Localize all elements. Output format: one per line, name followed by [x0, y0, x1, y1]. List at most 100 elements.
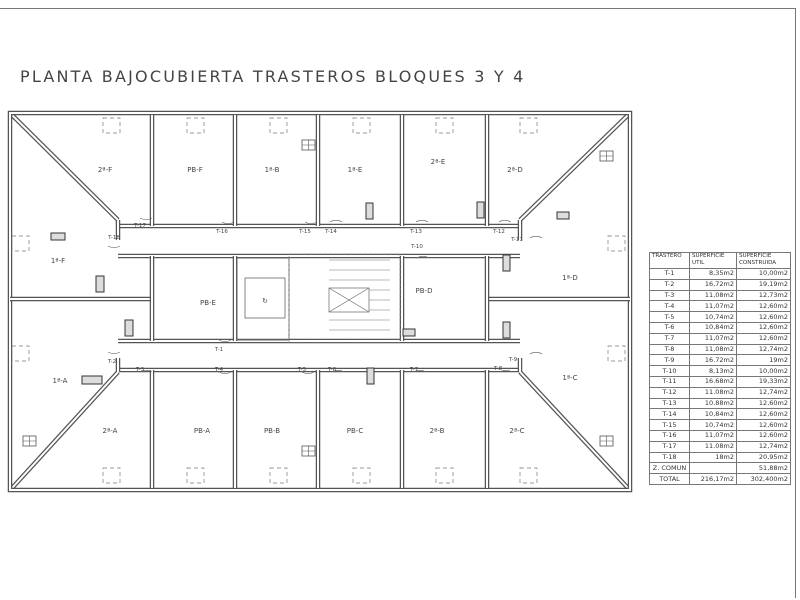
cell-trastero: T-13	[649, 397, 690, 410]
storage-label-t-7: T-7	[409, 367, 419, 373]
room-label-1f: 1ª-F	[51, 257, 65, 265]
storage-label-t-4: T-4	[214, 367, 224, 373]
cell-superficie-util: 10,74m2	[689, 311, 737, 323]
cell-superficie-construida: 19m2	[736, 354, 791, 367]
cell-superficie-construida: 19,33m2	[736, 375, 791, 388]
cell-trastero: T-15	[649, 419, 690, 431]
cell-trastero: T-3	[649, 289, 690, 302]
room-label-2b: 2ª-B	[430, 427, 445, 435]
skylight-icon	[186, 467, 205, 484]
storage-label-t-13: T-13	[409, 229, 422, 235]
cell-trastero: Z. COMUN	[649, 462, 690, 475]
cell-trastero: T-4	[649, 300, 690, 313]
room-label-1c: 1ª-C	[562, 374, 577, 382]
cell-superficie-util: 10.88m2	[689, 397, 737, 410]
storage-label-t-8: T-8	[493, 366, 503, 372]
cell-superficie-util: 11.08m2	[689, 386, 737, 399]
cell-superficie-construida: 12,60m2	[736, 311, 791, 323]
cell-superficie-util: 8,35m2	[689, 268, 737, 280]
cell-trastero: T-12	[649, 386, 690, 399]
window-icon	[301, 445, 316, 457]
cell-superficie-construida: 20,95m2	[736, 451, 791, 464]
cell-trastero: T-6	[649, 321, 690, 334]
skylight-icon	[11, 345, 30, 362]
cell-trastero: T-1	[649, 268, 690, 280]
storage-label-t-12: T-12	[492, 229, 505, 235]
room-label-1e: 1ª-E	[348, 166, 363, 174]
vent-icon	[476, 201, 485, 219]
vent-icon	[365, 202, 374, 220]
col-header-trastero: TRASTERO	[649, 252, 690, 269]
cell-superficie-construida: 19,19m2	[736, 278, 791, 291]
window-icon	[599, 435, 614, 447]
storage-label-t-5: T-5	[297, 367, 307, 373]
storage-label-t-17: T-17	[133, 223, 146, 229]
room-label-pbb: PB-B	[264, 427, 280, 435]
room-label-2e: 2ª-E	[431, 158, 446, 166]
cell-superficie-construida: 12,60m2	[736, 321, 791, 334]
cell-superficie-util: 11,07m2	[689, 332, 737, 345]
room-label-1a: 1ª-A	[53, 377, 68, 385]
cell-trastero: T-11	[649, 375, 690, 388]
cell-superficie-util	[689, 462, 737, 475]
plan-title: PLANTA BAJOCUBIERTA TRASTEROS BLOQUES 3 …	[20, 67, 526, 86]
skylight-icon	[607, 345, 626, 362]
cell-superficie-util: 10,84m2	[689, 321, 737, 334]
fixtures	[11, 117, 626, 484]
cell-superficie-construida: 10,00m2	[736, 268, 791, 280]
room-label-1b: 1ª-B	[265, 166, 280, 174]
storage-label-t-14: T-14	[324, 229, 337, 235]
skylight-icon	[269, 117, 288, 134]
room-label-2a: 2ª-A	[103, 427, 118, 435]
storage-label-t-10: T-10	[410, 244, 423, 250]
skylight-icon	[102, 117, 121, 134]
storage-label-t-3: T-3	[135, 367, 145, 373]
cell-superficie-construida: 12,60m2	[736, 397, 791, 410]
room-label-pbc: PB-C	[347, 427, 364, 435]
cell-trastero: T-9	[649, 354, 690, 367]
cell-superficie-construida: 12,60m2	[736, 332, 791, 345]
room-label-pbe: PB-E	[200, 299, 216, 307]
cell-superficie-util: 11,07m2	[689, 429, 737, 442]
drawing-frame-top	[0, 8, 795, 9]
room-label-2d: 2ª-D	[507, 166, 523, 174]
skylight-icon	[607, 235, 626, 252]
room-label-pbf: PB-F	[187, 166, 203, 174]
cell-trastero: T-8	[649, 343, 690, 356]
col-header-superficie-util: SUPERFICIE UTIL	[689, 252, 737, 269]
skylight-icon	[352, 117, 371, 134]
room-label-pbd: PB-D	[416, 287, 433, 295]
vent-icon	[402, 328, 416, 337]
storage-label-t-18: T-18	[107, 235, 120, 241]
window-icon	[599, 150, 614, 162]
vent-icon	[502, 321, 511, 339]
cell-superficie-construida: 12,74m2	[736, 440, 791, 453]
skylight-icon	[352, 467, 371, 484]
cell-trastero: T-10	[649, 365, 690, 377]
storage-label-t-1: T-1	[214, 347, 223, 353]
window-icon	[22, 435, 37, 447]
table-header-row: TRASTERO SUPERFICIE UTIL SUPERFICIE CONS…	[649, 252, 791, 269]
drawing-frame-right	[795, 8, 796, 598]
room-label-1d: 1ª-D	[562, 274, 578, 282]
cell-trastero: T-18	[649, 451, 690, 464]
vent-icon	[95, 275, 105, 293]
storage-label-t-9: T-9	[508, 357, 518, 363]
cell-trastero: T-16	[649, 429, 690, 442]
cell-superficie-util: 10,84m2	[689, 408, 737, 421]
skylight-icon	[435, 467, 454, 484]
